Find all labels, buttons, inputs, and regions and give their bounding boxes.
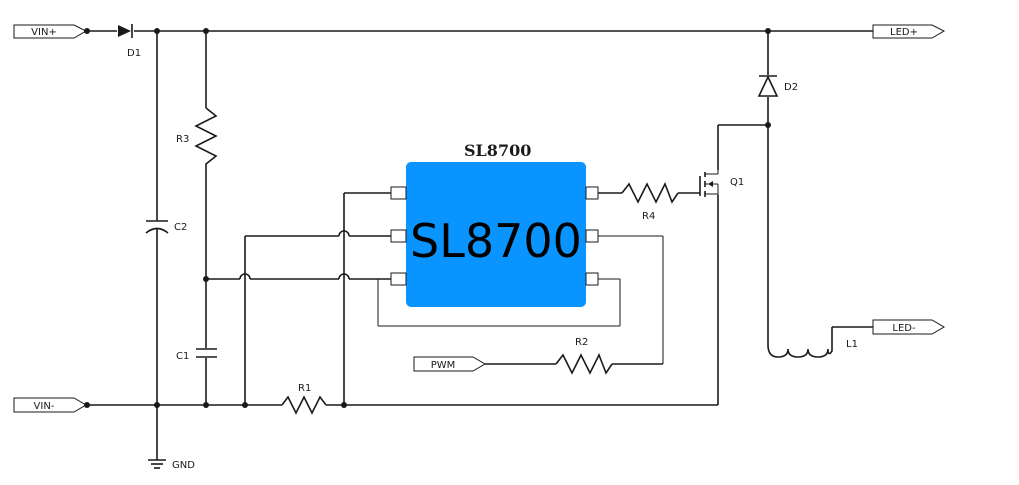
svg-text:LED+: LED+ <box>890 27 918 38</box>
wires <box>87 30 873 460</box>
port-vin-plus: VIN+ <box>13 24 88 39</box>
capacitor-c2: C2 <box>145 220 187 234</box>
svg-text:R3: R3 <box>176 134 189 145</box>
ic-title: SL8700 <box>464 141 531 160</box>
svg-text:Q1: Q1 <box>730 177 744 188</box>
ic-pin-4 <box>585 186 599 200</box>
junction-dots <box>84 28 771 408</box>
diode-d2: D2 <box>757 75 798 97</box>
svg-text:VIN-: VIN- <box>34 401 55 412</box>
capacitor-c1: C1 <box>176 348 217 362</box>
svg-text:LED-: LED- <box>892 323 916 334</box>
svg-text:D2: D2 <box>784 82 798 93</box>
ic-pin-6 <box>585 272 599 286</box>
port-pwm: PWM <box>413 356 486 372</box>
resistor-r4: R4 <box>621 182 679 222</box>
ground-symbol: GND <box>148 459 195 471</box>
resistor-r3: R3 <box>176 107 218 170</box>
ic-pin-2 <box>390 229 407 243</box>
resistor-r2: R2 <box>555 337 613 375</box>
svg-text:PWM: PWM <box>431 360 456 371</box>
port-led-minus: LED- <box>872 319 945 335</box>
inductor-l1: L1 <box>767 339 858 358</box>
svg-text:VIN+: VIN+ <box>31 27 57 38</box>
diode-d1: D1 <box>118 24 141 59</box>
svg-text:C1: C1 <box>176 351 189 362</box>
svg-text:R1: R1 <box>298 383 311 394</box>
svg-text:GND: GND <box>172 460 195 471</box>
ic-body <box>406 162 586 307</box>
ic-pin-1 <box>390 186 407 200</box>
mosfet-q1: Q1 <box>699 170 744 197</box>
svg-text:R4: R4 <box>642 211 655 222</box>
ic-pin-3 <box>390 272 407 286</box>
resistor-r1: R1 <box>281 383 327 415</box>
svg-text:R2: R2 <box>575 337 588 348</box>
ic-pin-5 <box>585 229 599 243</box>
port-led-plus: LED+ <box>872 24 946 39</box>
svg-text:C2: C2 <box>174 222 187 233</box>
ic-sl8700: SL8700 SL8700 <box>390 141 599 307</box>
svg-text:L1: L1 <box>846 339 858 350</box>
port-vin-minus: VIN- <box>13 397 87 413</box>
svg-text:D1: D1 <box>127 48 141 59</box>
ic-body-label: SL8700 <box>410 214 582 268</box>
